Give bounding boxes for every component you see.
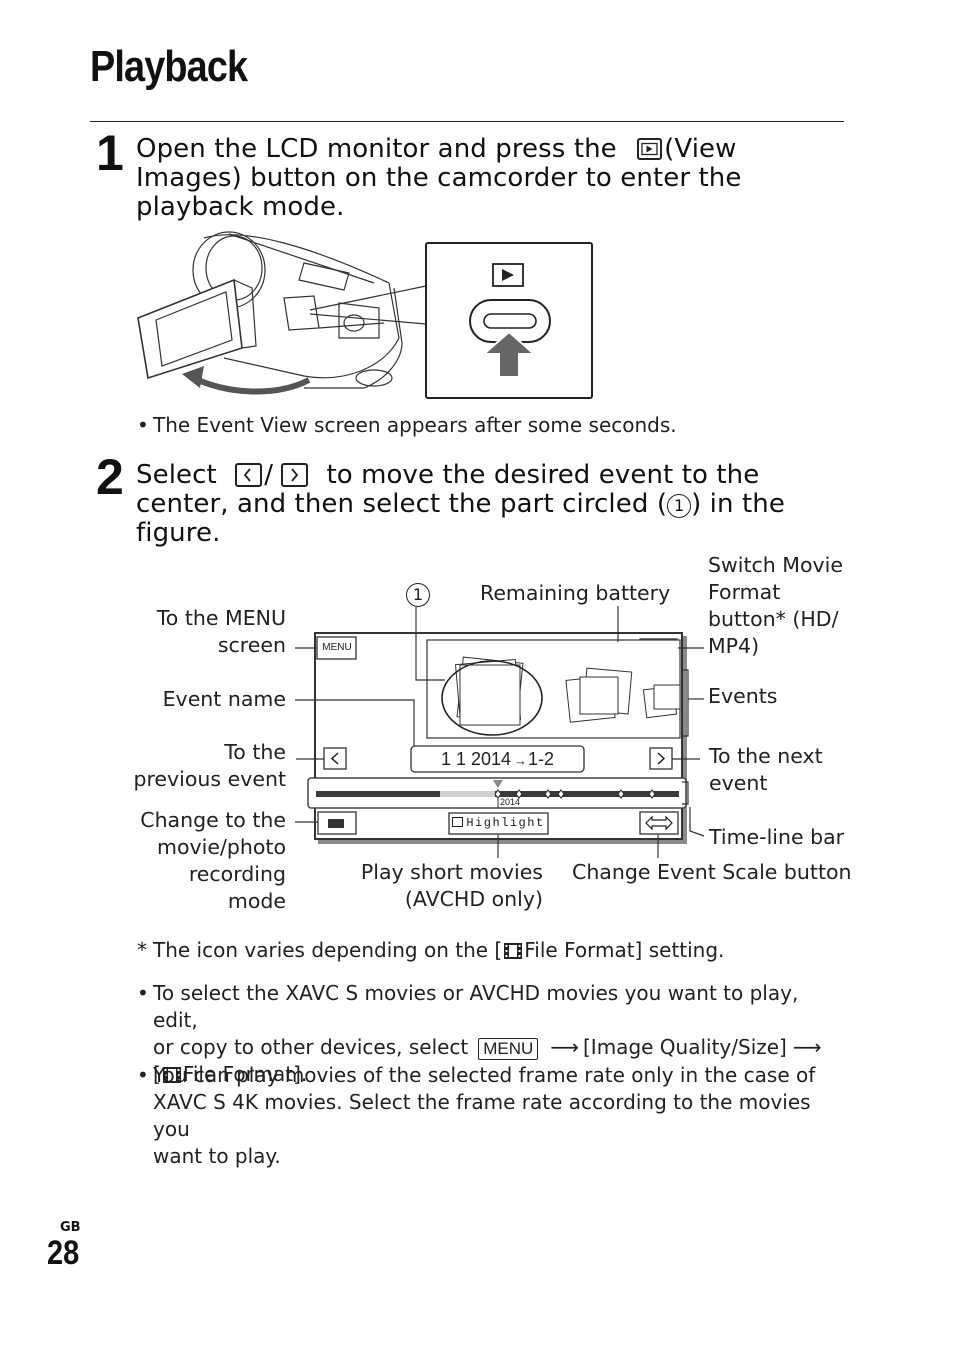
far-event-thumbnails	[642, 684, 681, 719]
chevron-left-icon	[235, 463, 263, 487]
view-images-icon	[637, 138, 663, 160]
page-title: Playback	[90, 42, 248, 91]
next-event-button	[649, 747, 673, 770]
timeline-pointer-icon	[493, 780, 503, 788]
timeline-event-markers	[494, 789, 656, 799]
film-icon	[504, 943, 523, 959]
step-2-line1-tail: to move the desired event to the	[326, 460, 760, 490]
event-range-text: 1-2	[528, 749, 555, 769]
leader-lines	[295, 606, 705, 858]
event-date-field	[410, 745, 585, 773]
label-events: Events	[708, 684, 778, 708]
label-play-short-movies: Play short movies (AVCHD only)	[360, 860, 543, 911]
footnote: *The icon varies depending on the [File …	[137, 938, 725, 962]
page-number: 28	[47, 1234, 80, 1272]
arrow-right-icon: →	[514, 753, 528, 768]
highlight-movie-icon	[452, 817, 464, 827]
label-remaining-battery: Remaining battery	[480, 581, 671, 605]
step-2-slash: /	[264, 460, 274, 490]
label-menu-screen: To the MENU screen	[156, 606, 286, 657]
step-2-line2: center, and then select the part circled…	[136, 489, 668, 519]
step-1-line3: playback mode.	[136, 192, 345, 222]
step-2-select: Select	[136, 460, 217, 490]
step-2-number: 2	[96, 449, 124, 505]
arrow-right-icon: ⟶	[550, 1035, 579, 1059]
arrow-right-icon: ⟶	[792, 1035, 822, 1059]
circled-number-1: 1	[667, 494, 692, 518]
label-timeline-bar: Time-line bar	[709, 825, 845, 849]
film-icon	[162, 1067, 181, 1083]
step-2-line3: figure.	[136, 518, 221, 548]
step-1-line1-tail: (View	[664, 134, 737, 164]
screen-menu-label: MENU	[322, 642, 352, 653]
highlight-label: Highlight	[449, 815, 548, 831]
label-previous-event: To the previous event	[133, 740, 286, 791]
timeline-year-label: 2014	[500, 797, 521, 807]
callout-marker-1: 1	[406, 583, 430, 607]
event-date-label: 1 1 2014→1-2	[411, 748, 584, 772]
label-change-scale: Change Event Scale button	[572, 860, 852, 884]
label-event-name: Event name	[162, 687, 286, 711]
format-badge-label: HD	[652, 643, 665, 653]
button-zoom-box	[425, 242, 593, 399]
step-1-note: •The Event View screen appears after som…	[137, 413, 677, 437]
event-date-text: 1 1 2014	[440, 749, 512, 769]
camcorder-illustration	[137, 231, 427, 395]
next-event-thumbnails	[565, 667, 633, 723]
step-1-number: 1	[96, 125, 124, 181]
label-next-event: To the next event	[709, 744, 823, 795]
menu-key-icon: MENU	[478, 1038, 539, 1060]
region-code: GB	[60, 1220, 81, 1235]
selected-event-circle	[441, 660, 543, 736]
view-images-icon-zoom	[492, 263, 524, 287]
bullet-2: • You can play movies of the selected fr…	[137, 1063, 816, 1168]
label-switch-format: Switch Movie Format button* (HD/ MP4)	[708, 553, 843, 658]
title-divider	[90, 121, 844, 122]
step-1-line2: Images) button on the camcorder to enter…	[136, 163, 742, 193]
step-1-line1: Open the LCD monitor and press the	[136, 134, 617, 164]
step-1-text: Open the LCD monitor and press the (View…	[136, 135, 836, 222]
previous-event-button	[323, 747, 347, 770]
change-scale-button	[639, 811, 679, 835]
label-change-mode: Change to the movie/photo recording mode	[140, 808, 286, 913]
step-2-text: Select / to move the desired event to th…	[136, 461, 836, 548]
step-2-line2-tail: ) in the	[691, 489, 785, 519]
chevron-right-icon	[281, 463, 309, 487]
center-event-thumbnails	[454, 656, 524, 726]
bullet-1: • To select the XAVC S movies or AVCHD m…	[137, 981, 822, 1086]
